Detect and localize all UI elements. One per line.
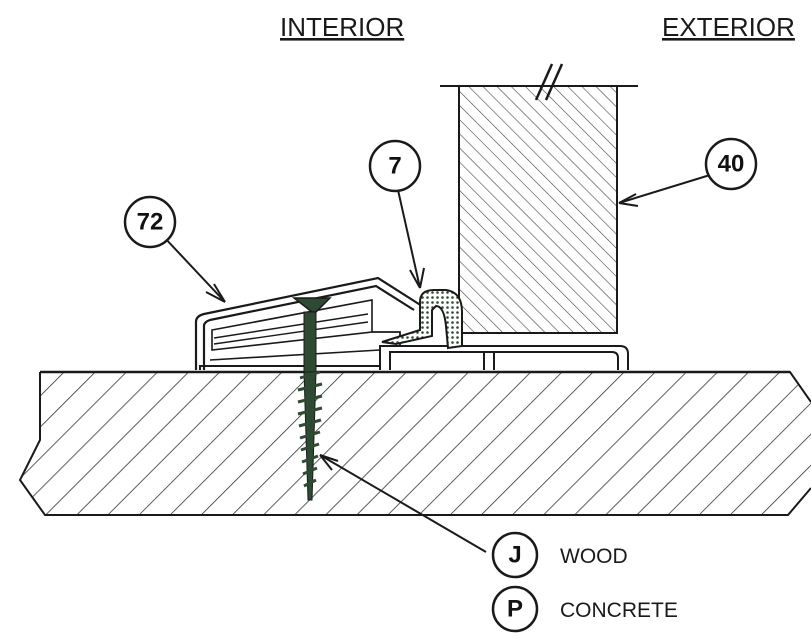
weatherstrip-seal xyxy=(381,289,463,350)
leader-40 xyxy=(618,174,711,204)
legend-concrete: P CONCRETE xyxy=(491,585,678,633)
threshold-base xyxy=(199,345,629,370)
svg-text:72: 72 xyxy=(137,209,164,236)
leader-lines xyxy=(162,174,711,553)
svg-text:J: J xyxy=(508,542,521,569)
svg-text:40: 40 xyxy=(718,151,745,178)
callout-72: 72 xyxy=(123,195,177,249)
svg-text:7: 7 xyxy=(388,153,401,180)
arrow-72-icon xyxy=(205,283,226,303)
exterior-label: EXTERIOR xyxy=(662,12,795,42)
callout-7: 7 xyxy=(368,139,422,193)
door-slab xyxy=(440,63,638,334)
leader-72 xyxy=(162,235,226,303)
svg-text:WOOD: WOOD xyxy=(560,545,628,568)
leader-j xyxy=(319,454,487,553)
fastener-screw xyxy=(291,297,332,501)
svg-text:CONCRETE: CONCRETE xyxy=(560,599,678,622)
arrow-j-icon xyxy=(319,454,339,471)
leader-7 xyxy=(397,189,421,289)
svg-text:P: P xyxy=(507,596,523,623)
arrow-7-icon xyxy=(409,267,425,289)
callout-40: 40 xyxy=(704,137,758,191)
interior-label: INTERIOR xyxy=(280,12,404,42)
arrow-40-icon xyxy=(618,193,639,207)
break-line-icon xyxy=(534,63,564,101)
floor-substrate xyxy=(18,370,811,516)
legend-wood: J WOOD xyxy=(491,531,628,579)
